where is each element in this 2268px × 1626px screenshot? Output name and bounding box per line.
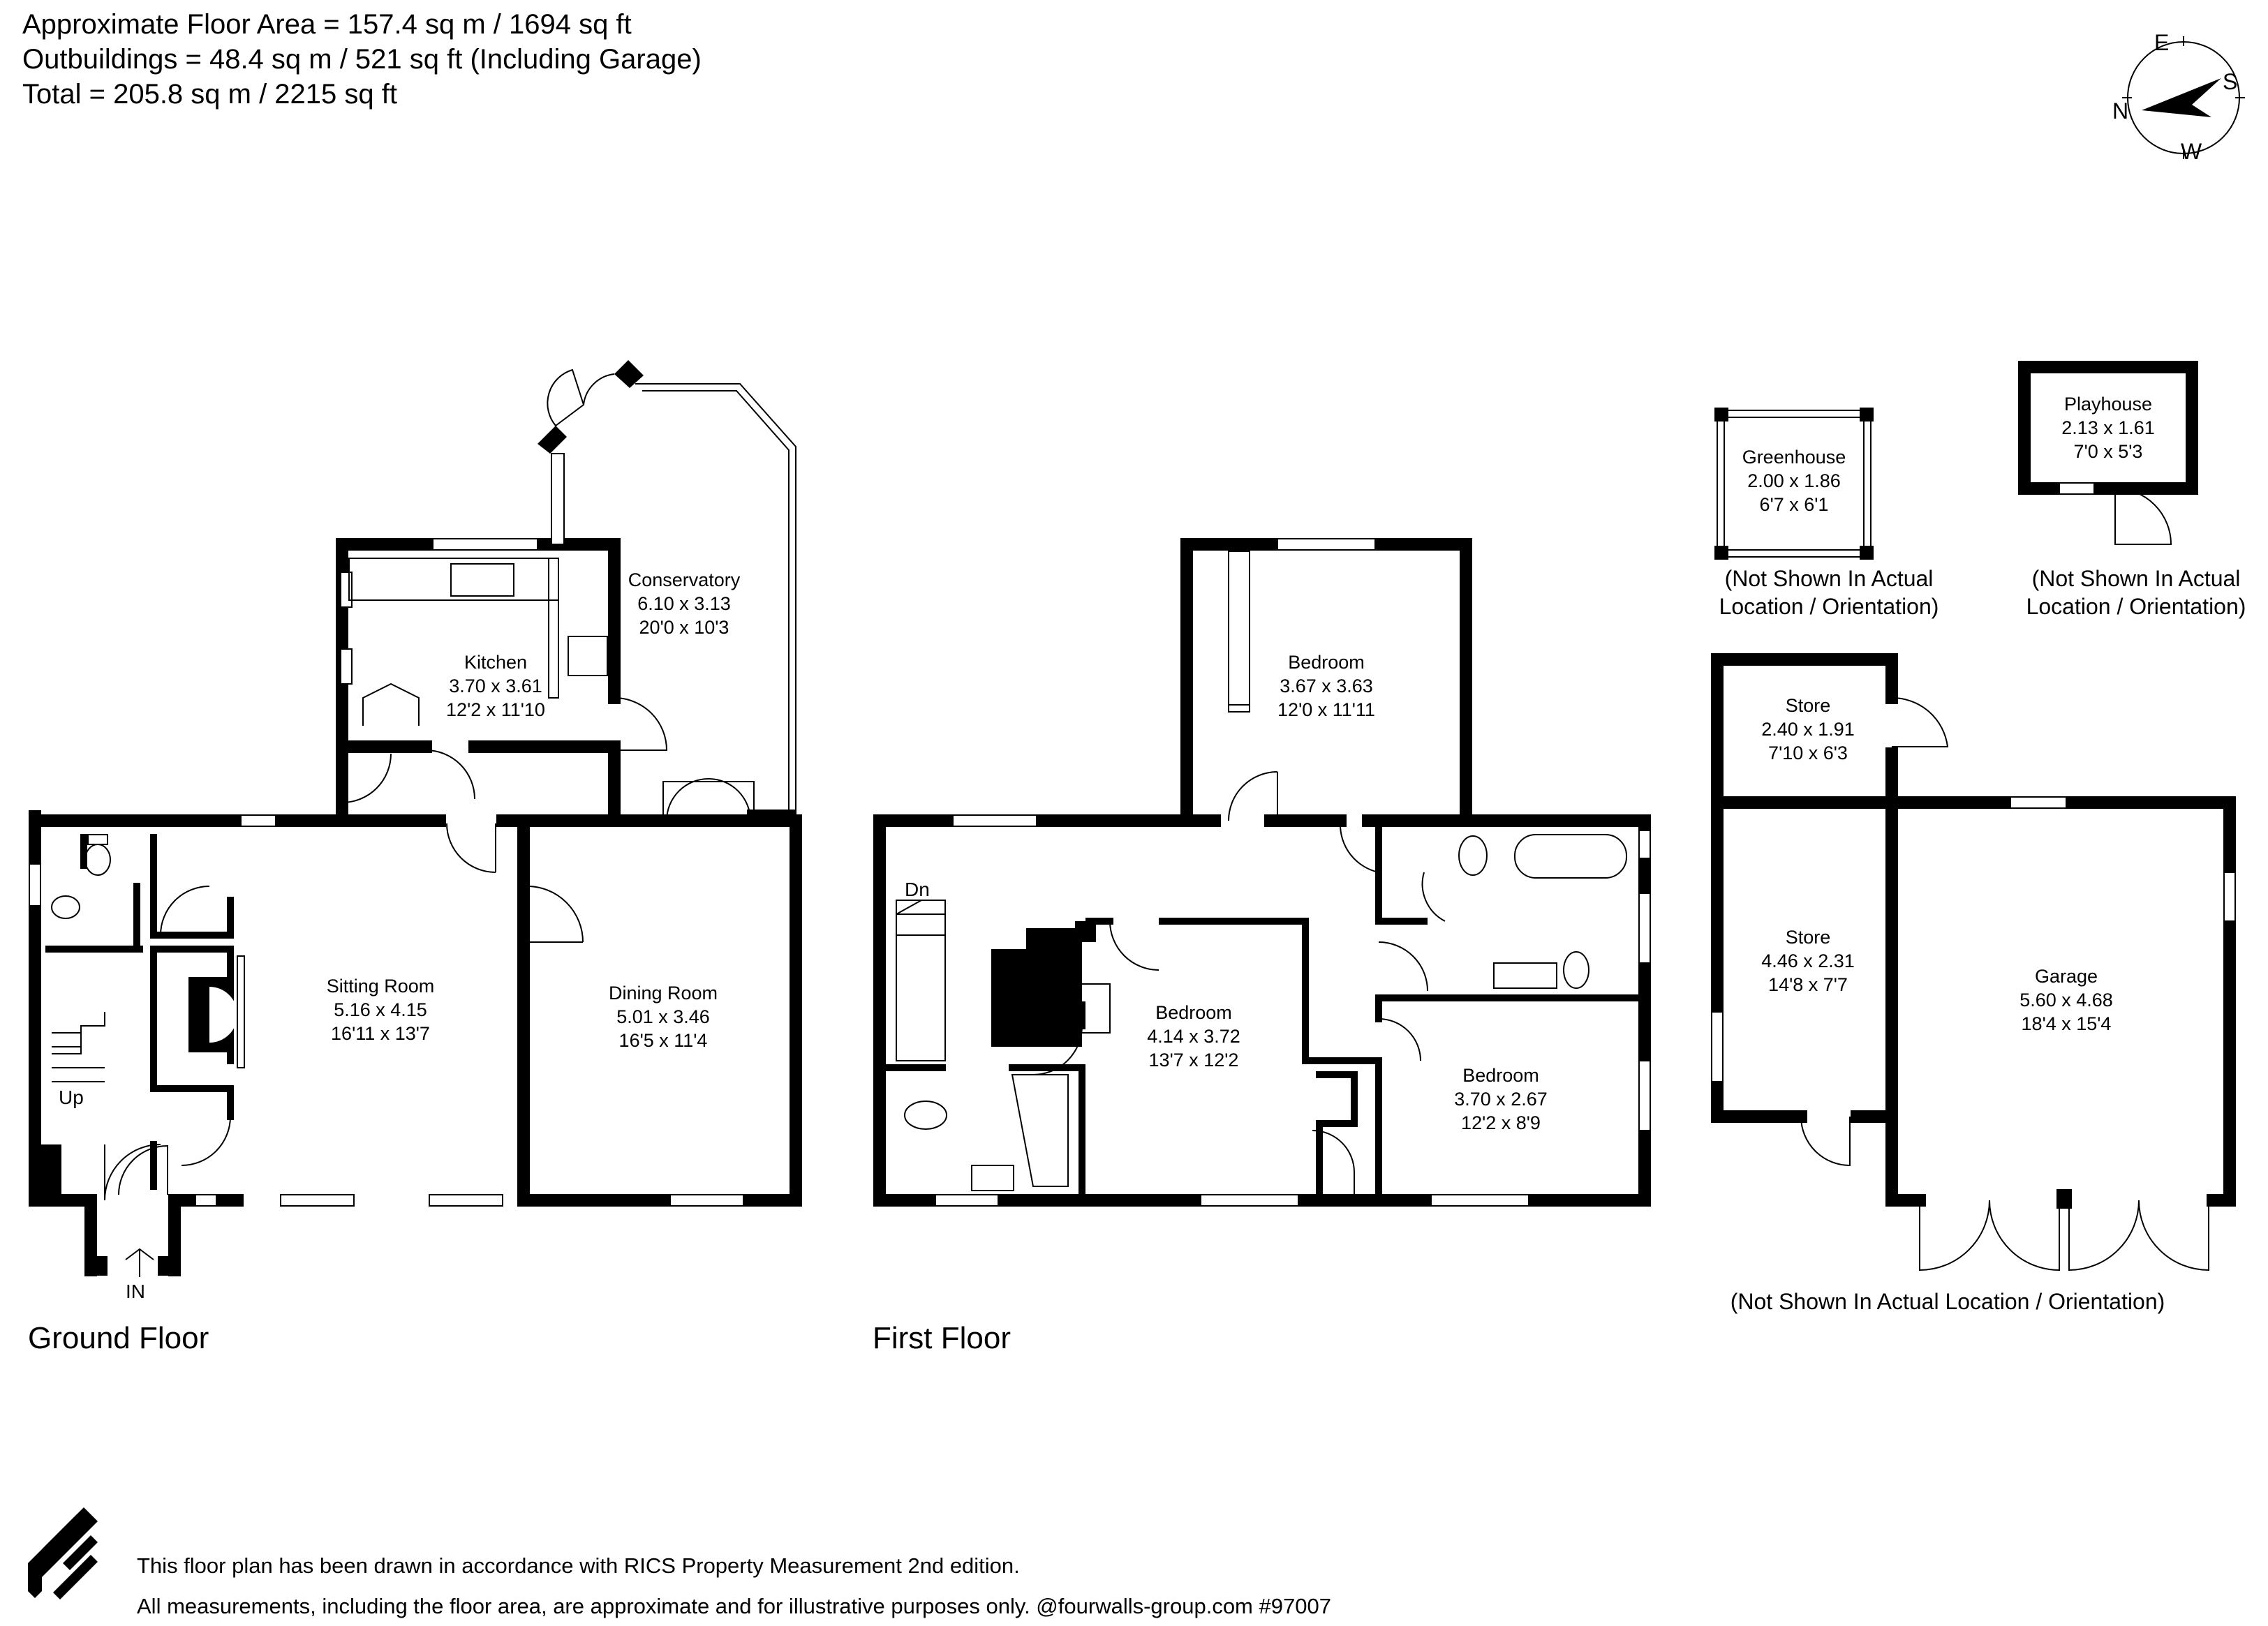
svg-text:5.01 x 3.46: 5.01 x 3.46	[616, 1006, 710, 1027]
svg-text:2.13 x 1.61: 2.13 x 1.61	[2061, 417, 2155, 438]
total-area-line: Total = 205.8 sq m / 2215 sq ft	[22, 79, 397, 110]
svg-text:13'7 x 12'2: 13'7 x 12'2	[1149, 1050, 1239, 1071]
playhouse-note-1: (Not Shown In Actual	[2032, 566, 2241, 591]
svg-text:12'2 x 11'10: 12'2 x 11'10	[446, 699, 545, 720]
svg-text:3.67 x 3.63: 3.67 x 3.63	[1280, 676, 1373, 696]
svg-text:Store: Store	[1786, 695, 1831, 716]
svg-text:Dining Room: Dining Room	[609, 983, 718, 1004]
fourwalls-logo-icon	[28, 1507, 98, 1599]
sink-icon	[450, 563, 514, 597]
compass-e: E	[2154, 30, 2169, 55]
room-dining-room: Dining Room 5.01 x 3.46 16'5 x 11'4	[609, 983, 718, 1051]
svg-text:Conservatory: Conservatory	[628, 569, 741, 590]
svg-text:18'4 x 15'4: 18'4 x 15'4	[2022, 1013, 2112, 1034]
greenhouse-note-2: Location / Orientation)	[1719, 594, 1939, 619]
svg-text:16'11 x 13'7: 16'11 x 13'7	[331, 1023, 430, 1044]
first-floor-title: First Floor	[873, 1321, 1011, 1355]
hob-icon	[568, 636, 608, 676]
outbuildings-area-line: Outbuildings = 48.4 sq m / 521 sq ft (In…	[22, 44, 702, 75]
compass-w: W	[2181, 139, 2202, 164]
svg-text:14'8 x 7'7: 14'8 x 7'7	[1768, 974, 1848, 995]
entrance-label: IN	[126, 1281, 145, 1302]
room-sitting-room: Sitting Room 5.16 x 4.15 16'11 x 13'7	[327, 976, 435, 1044]
svg-text:Store: Store	[1786, 927, 1831, 948]
room-store-large: Store 4.46 x 2.31 14'8 x 7'7	[1761, 927, 1855, 995]
shower-bath-icon	[1011, 1074, 1069, 1187]
room-bedroom-right: Bedroom 3.70 x 2.67 12'2 x 8'9	[1454, 1065, 1548, 1133]
svg-text:5.16 x 4.15: 5.16 x 4.15	[334, 999, 427, 1020]
svg-text:3.70 x 3.61: 3.70 x 3.61	[449, 676, 542, 696]
stairs-up-label: Up	[59, 1087, 84, 1108]
svg-text:Bedroom: Bedroom	[1462, 1065, 1539, 1086]
svg-text:6'7 x 6'1: 6'7 x 6'1	[1760, 494, 1829, 515]
svg-text:4.46 x 2.31: 4.46 x 2.31	[1761, 950, 1855, 971]
room-bedroom-middle: Bedroom 4.14 x 3.72 13'7 x 12'2	[1147, 1002, 1240, 1071]
svg-text:7'0 x 5'3: 7'0 x 5'3	[2074, 441, 2143, 462]
footer-rics-line: This floor plan has been drawn in accord…	[137, 1553, 1020, 1578]
room-greenhouse: Greenhouse 2.00 x 1.86 6'7 x 6'1	[1742, 447, 1846, 515]
stairs-icon	[896, 900, 946, 1061]
svg-text:Bedroom: Bedroom	[1288, 652, 1365, 673]
greenhouse-note-1: (Not Shown In Actual	[1725, 566, 1934, 591]
svg-text:2.40 x 1.91: 2.40 x 1.91	[1761, 719, 1855, 740]
svg-text:12'0 x 11'11: 12'0 x 11'11	[1277, 699, 1375, 720]
svg-text:20'0 x 10'3: 20'0 x 10'3	[639, 617, 729, 638]
garage-stores-plan	[1711, 653, 2236, 1271]
svg-text:Bedroom: Bedroom	[1155, 1002, 1232, 1023]
first-floor-plan	[873, 538, 1651, 1207]
stairs-icon	[52, 1012, 105, 1082]
floor-area-line: Approximate Floor Area = 157.4 sq m / 16…	[22, 9, 632, 40]
greenhouse-plan	[1714, 408, 1874, 560]
footer-disclaimer-line: All measurements, including the floor ar…	[137, 1594, 1331, 1618]
room-conservatory: Conservatory 6.10 x 3.13 20'0 x 10'3	[628, 569, 741, 638]
room-garage: Garage 5.60 x 4.68 18'4 x 15'4	[2019, 966, 2113, 1034]
svg-text:7'10 x 6'3: 7'10 x 6'3	[1768, 743, 1848, 763]
ground-floor-title: Ground Floor	[28, 1321, 209, 1355]
stairs-down-label: Dn	[905, 879, 930, 900]
ground-floor-plan	[29, 360, 802, 1277]
room-store-small: Store 2.40 x 1.91 7'10 x 6'3	[1761, 695, 1855, 763]
room-playhouse: Playhouse 2.13 x 1.61 7'0 x 5'3	[2061, 394, 2155, 462]
compass-n: N	[2112, 98, 2128, 124]
room-bedroom-top: Bedroom 3.67 x 3.63 12'0 x 11'11	[1277, 652, 1375, 720]
playhouse-note-2: Location / Orientation)	[2026, 594, 2246, 619]
garage-note: (Not Shown In Actual Location / Orientat…	[1730, 1289, 2165, 1314]
svg-text:Kitchen: Kitchen	[464, 652, 527, 673]
svg-text:Sitting Room: Sitting Room	[327, 976, 435, 997]
svg-text:6.10 x 3.13: 6.10 x 3.13	[637, 593, 731, 614]
svg-text:12'2 x 8'9: 12'2 x 8'9	[1461, 1112, 1541, 1133]
svg-text:3.70 x 2.67: 3.70 x 2.67	[1454, 1089, 1548, 1110]
svg-text:Playhouse: Playhouse	[2064, 394, 2152, 415]
svg-text:2.00 x 1.86: 2.00 x 1.86	[1747, 470, 1841, 491]
svg-text:4.14 x 3.72: 4.14 x 3.72	[1147, 1026, 1240, 1047]
room-kitchen: Kitchen 3.70 x 3.61 12'2 x 11'10	[446, 652, 545, 720]
compass-icon: E S W N	[2112, 30, 2245, 164]
svg-text:5.60 x 4.68: 5.60 x 4.68	[2019, 990, 2113, 1010]
svg-text:16'5 x 11'4: 16'5 x 11'4	[619, 1030, 708, 1051]
svg-text:Garage: Garage	[2035, 966, 2098, 987]
svg-text:Greenhouse: Greenhouse	[1742, 447, 1846, 468]
playhouse-plan	[2018, 361, 2198, 545]
bath-icon	[1514, 834, 1627, 879]
compass-s: S	[2223, 69, 2237, 94]
